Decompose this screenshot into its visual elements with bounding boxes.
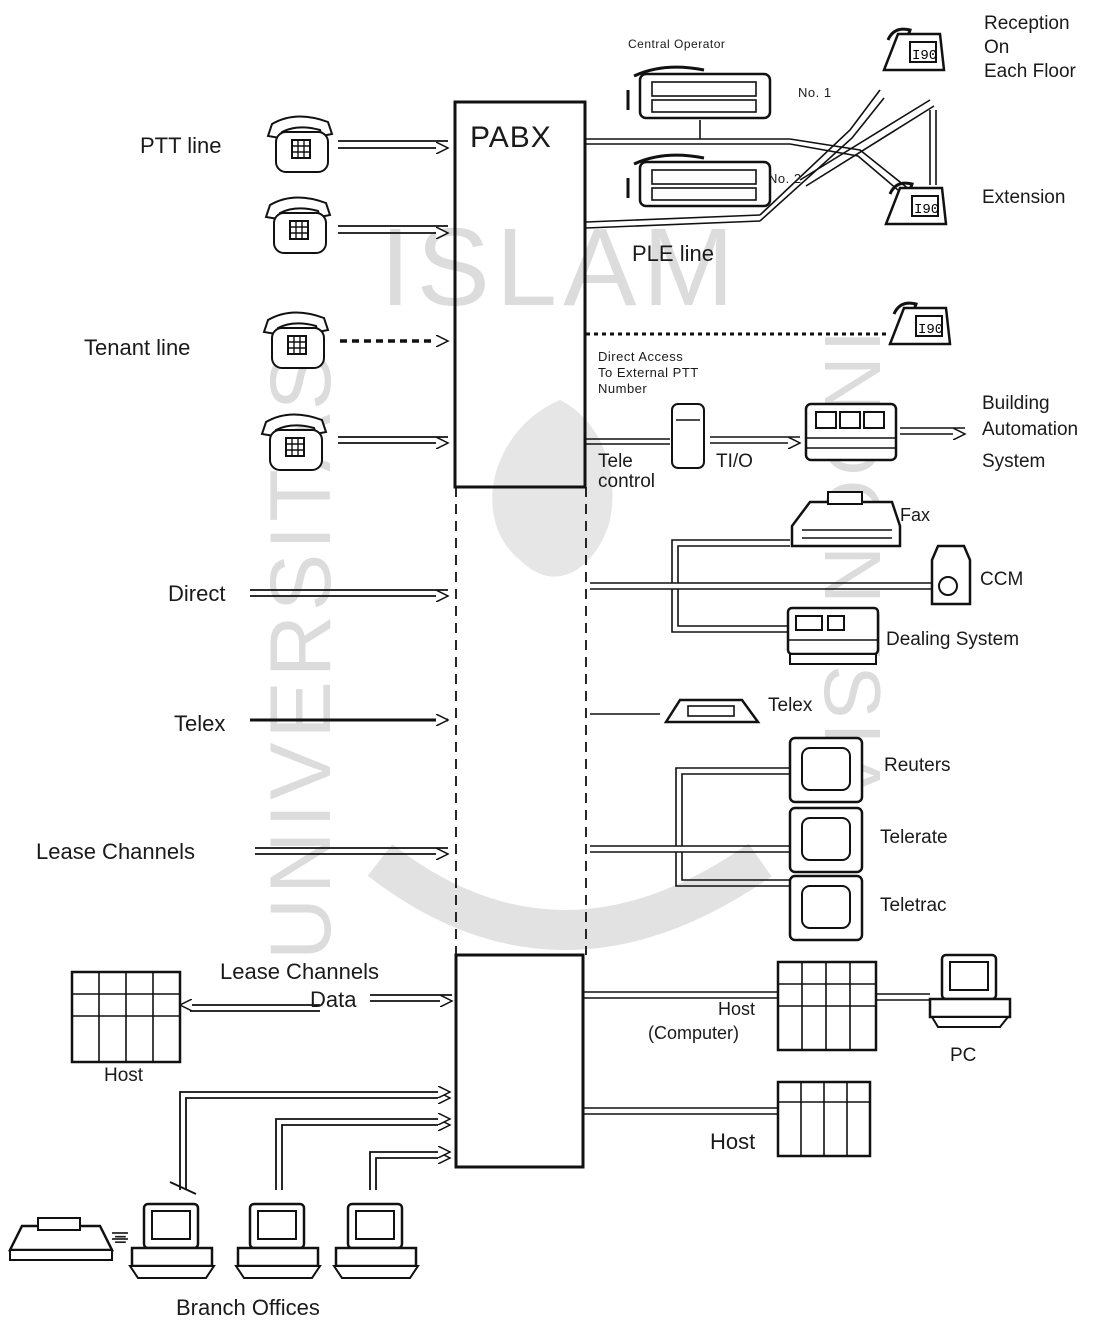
lease-channels-data-label-1: Lease Channels — [220, 960, 379, 983]
host-computer-label-2: (Computer) — [648, 1024, 739, 1043]
monitor-icon — [790, 876, 862, 940]
personal-computer-icon — [930, 955, 1010, 1027]
operator-no-2-label: No. 2 — [768, 172, 802, 186]
automation-panel-icon — [806, 404, 896, 460]
monitor-icon — [790, 808, 862, 872]
reception-label-3: Each Floor — [984, 62, 1076, 82]
telecontrol-line — [586, 428, 965, 444]
bas-label-2: Automation — [982, 420, 1078, 440]
lease-channels-data-label-2: Data — [310, 988, 356, 1011]
data-switch-box — [456, 955, 583, 1167]
host-left-label: Host — [104, 1066, 143, 1086]
reception-label-1: Reception — [984, 14, 1070, 34]
direct-access-label-3: Number — [598, 382, 647, 396]
fax-machine-icon — [792, 492, 900, 546]
bas-label-1: Building — [982, 394, 1050, 414]
tenant-line-label: Tenant line — [84, 336, 190, 359]
ptt-line-label: PTT line — [140, 134, 222, 157]
telephone-icon — [268, 116, 332, 172]
dealing-system-label: Dealing System — [886, 630, 1019, 650]
bas-label-3: System — [982, 452, 1045, 472]
central-operator-label: Central Operator — [628, 38, 725, 51]
extension-label: Extension — [982, 188, 1065, 208]
tio-unit-icon — [672, 404, 704, 468]
branch-feeds — [170, 1092, 450, 1194]
fax-label: Fax — [900, 506, 930, 525]
direct-label: Direct — [168, 582, 225, 605]
reception-label-2: On — [984, 38, 1009, 58]
telex-machine-icon — [666, 700, 758, 722]
telex-left-label: Telex — [174, 712, 225, 735]
ple-line-label: PLE line — [632, 242, 714, 265]
tele-control-label-1: Tele — [598, 452, 633, 472]
reuters-label: Reuters — [884, 756, 951, 776]
personal-computer-icon — [334, 1204, 418, 1278]
teletrac-label: Teletrac — [880, 896, 947, 916]
branch-offices-label: Branch Offices — [176, 1296, 320, 1319]
operator-console-icon — [628, 67, 770, 118]
operator-console-icon — [628, 155, 770, 206]
host-bottom-label: Host — [710, 1130, 755, 1153]
direct-access-label-1: Direct Access — [598, 350, 683, 364]
svg-text:I90: I90 — [918, 322, 943, 338]
pabx-title: PABX — [470, 122, 552, 154]
telephone-icon — [264, 312, 328, 368]
desk-phone-icon: I90 — [886, 183, 946, 224]
host-computer-icon — [72, 972, 180, 1062]
desk-phone-icon: I90 — [890, 303, 950, 344]
tio-label: TI/O — [716, 452, 753, 472]
host-computer-icon — [778, 1082, 870, 1156]
svg-text:I90: I90 — [914, 202, 939, 218]
office-equipment-bus — [590, 540, 940, 632]
telerate-label: Telerate — [880, 828, 948, 848]
lease-channels-label: Lease Channels — [36, 840, 195, 863]
printer-equals-sign: = — [114, 1228, 127, 1251]
telephone-icon — [266, 197, 330, 253]
host-computer-icon — [778, 962, 876, 1050]
svg-text:I90: I90 — [912, 48, 937, 64]
pabx-box — [455, 102, 585, 487]
telephone-icon — [262, 414, 326, 470]
operator-no-1-label: No. 1 — [798, 86, 832, 100]
monitor-icon — [790, 738, 862, 802]
ccm-label: CCM — [980, 570, 1023, 590]
ccm-unit-icon — [932, 546, 970, 604]
dealing-terminal-icon — [788, 608, 878, 664]
telex-right-label: Telex — [768, 696, 812, 716]
personal-computer-icon — [130, 1204, 214, 1278]
pc-label: PC — [950, 1046, 976, 1066]
personal-computer-icon — [236, 1204, 320, 1278]
direct-access-label-2: To External PTT — [598, 366, 699, 380]
desk-phone-icon: I90 — [884, 29, 944, 70]
info-services-bus — [590, 768, 790, 886]
printer-icon — [10, 1218, 112, 1260]
host-computer-label-1: Host — [718, 1000, 755, 1019]
tele-control-label-2: control — [598, 472, 655, 492]
